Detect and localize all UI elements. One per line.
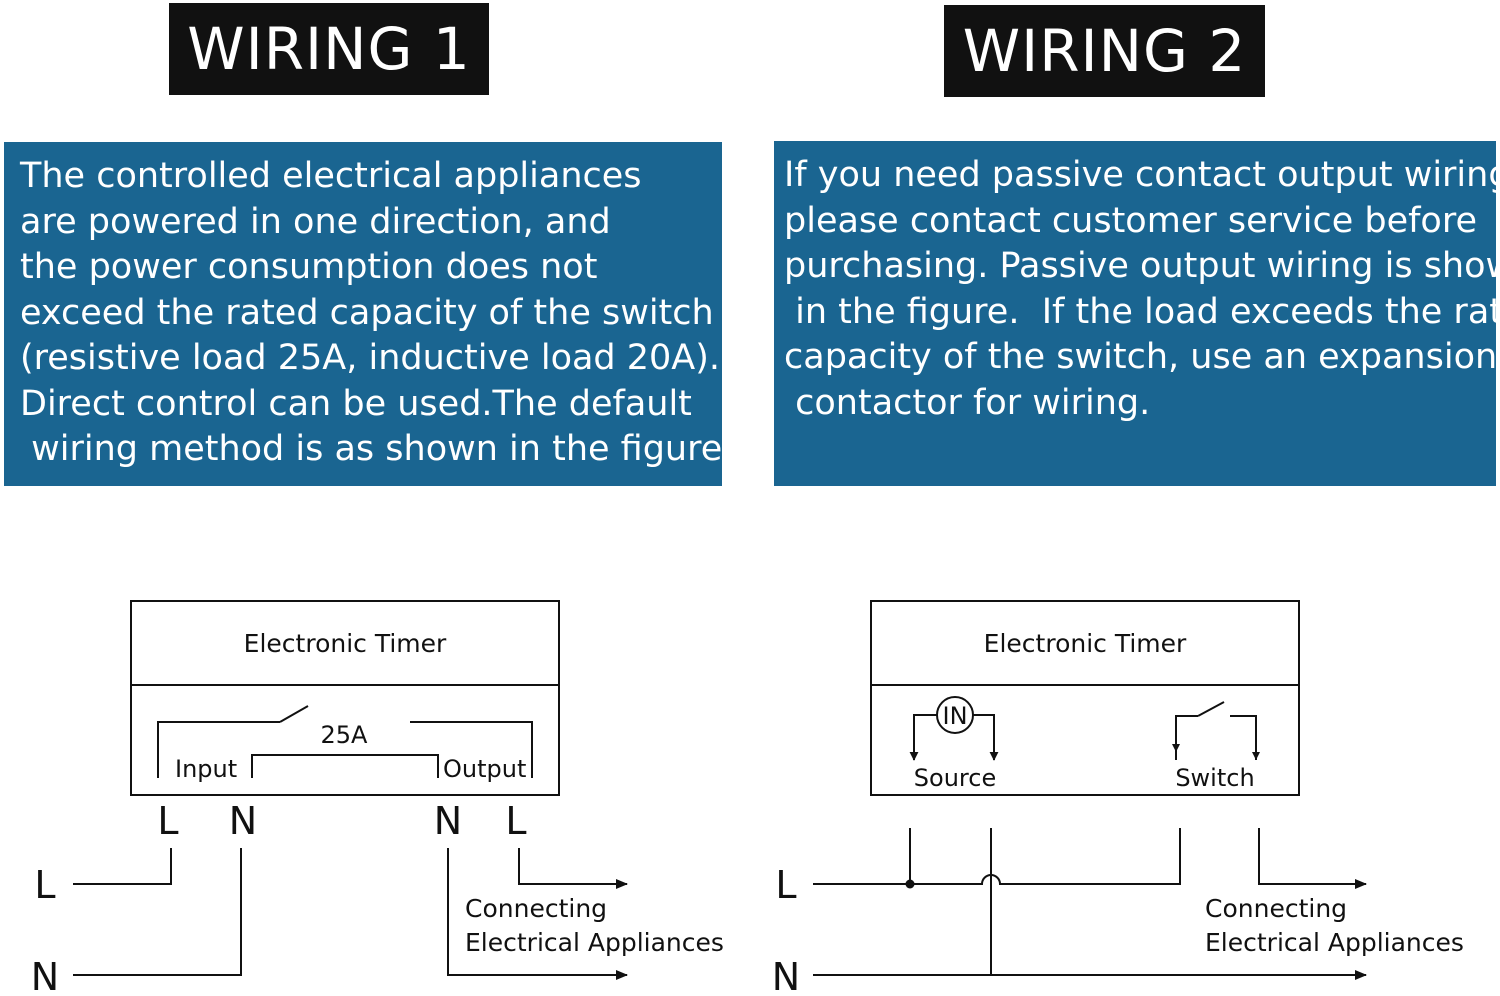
load-label: Electrical Appliances xyxy=(1205,928,1464,957)
description-line: in the figure. If the load exceeds the r… xyxy=(784,291,1500,332)
switch-contact xyxy=(279,705,309,723)
line-wire xyxy=(813,828,1181,885)
load-neutral-wire xyxy=(447,848,628,980)
load-label: Connecting xyxy=(1205,894,1347,923)
rating-label: 25A xyxy=(321,721,369,749)
description-line: the power consumption does not xyxy=(20,247,598,287)
description-line: exceed the rated capacity of the switch xyxy=(20,292,714,333)
neutral-bridge xyxy=(251,754,439,778)
timer-label: Electronic Timer xyxy=(984,629,1187,658)
timer-box xyxy=(130,600,560,796)
timer-label: Electronic Timer xyxy=(244,629,447,658)
load-label: Connecting xyxy=(465,894,607,923)
wiring-1-title: WIRING 1 xyxy=(169,3,489,95)
terminal-label: N xyxy=(229,799,257,843)
neutral-wire xyxy=(73,848,242,976)
description-line: (resistive load 25A, inductive load 20A)… xyxy=(20,338,721,378)
timer-box xyxy=(870,600,1300,796)
switch-left-lead xyxy=(1175,715,1198,760)
description-line: wiring method is as shown in the figure. xyxy=(20,429,734,469)
wiring-2-labels: Electronic Timer IN Source Switch L N Co… xyxy=(772,629,1464,996)
description-line: capacity of the switch, use an expansion xyxy=(784,337,1498,377)
switch-contact xyxy=(1197,701,1225,717)
wiring-1-diagram xyxy=(73,600,628,980)
neutral-label: N xyxy=(772,955,800,996)
description-line: Direct control can be used.The default xyxy=(20,383,692,424)
line-label: L xyxy=(34,863,55,907)
description-line: contactor for wiring. xyxy=(784,382,1151,423)
wiring-1-description: The controlled electrical appliances are… xyxy=(4,142,734,486)
in-label: IN xyxy=(942,702,967,730)
terminal-label: N xyxy=(434,799,462,843)
switch-arrow xyxy=(1172,744,1180,752)
switch-arrow xyxy=(1252,752,1260,760)
neutral-label: N xyxy=(31,955,59,996)
wiring-2-diagram xyxy=(813,600,1367,980)
description-line: The controlled electrical appliances xyxy=(20,156,642,196)
description-line: purchasing. Passive output wiring is sho… xyxy=(784,246,1500,286)
output-label: Output xyxy=(443,755,526,783)
source-left-lead xyxy=(909,714,937,761)
line-label: L xyxy=(775,863,796,907)
wiring-2-title: WIRING 2 xyxy=(944,5,1265,97)
terminal-label: L xyxy=(505,799,526,843)
terminal-label: L xyxy=(157,799,178,843)
load-line-wire xyxy=(518,848,628,889)
line-wire xyxy=(73,848,172,885)
input-lead xyxy=(157,721,280,778)
wiring-diagrams: Electronic Timer 25A Input Output L N N … xyxy=(31,600,1464,996)
switch-label: Switch xyxy=(1175,764,1254,792)
wiring-1-labels: Electronic Timer 25A Input Output L N N … xyxy=(31,629,724,996)
output-lead xyxy=(410,721,533,778)
description-line: If you need passive contact output wirin… xyxy=(784,155,1500,195)
load-label: Electrical Appliances xyxy=(465,928,724,957)
description-line: are powered in one direction, and xyxy=(20,201,611,242)
description-line: please contact customer service before xyxy=(784,200,1477,241)
wiring-2-description: If you need passive contact output wirin… xyxy=(774,141,1500,486)
input-label: Input xyxy=(175,755,237,783)
junction-dot xyxy=(905,879,915,889)
source-label: Source xyxy=(914,764,996,792)
switch-right-lead xyxy=(1230,715,1257,760)
source-right-lead xyxy=(973,714,999,761)
load-line-wire xyxy=(1258,828,1367,889)
